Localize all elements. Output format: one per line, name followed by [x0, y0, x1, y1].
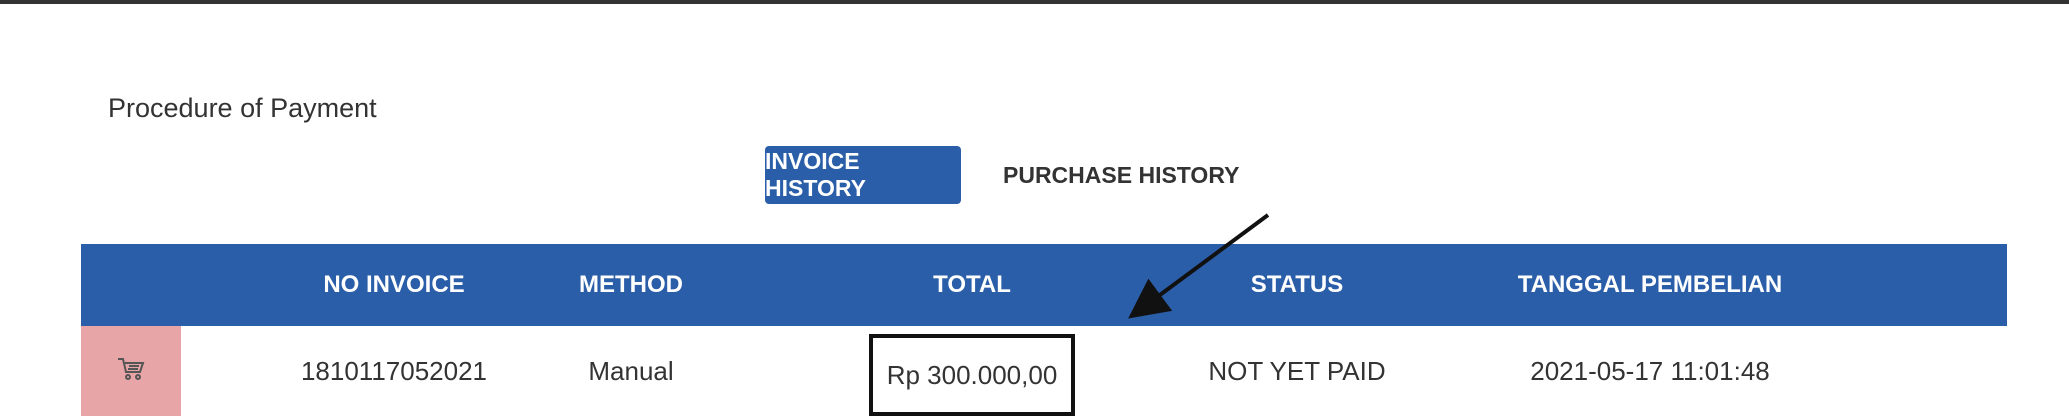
- cell-total: Rp 300.000,00: [869, 334, 1075, 416]
- table-header: NO INVOICE METHOD TOTAL STATUS TANGGAL P…: [81, 244, 2007, 326]
- header-tanggal-pembelian: TANGGAL PEMBELIAN: [1517, 271, 1783, 298]
- cell-tanggal-pembelian: 2021-05-17 11:01:48: [1530, 355, 1770, 386]
- tab-invoice-history[interactable]: INVOICE HISTORY: [765, 146, 961, 204]
- history-tabs: INVOICE HISTORY PURCHASE HISTORY: [765, 146, 1263, 204]
- header-no-invoice: NO INVOICE: [323, 271, 465, 298]
- header-method: METHOD: [579, 271, 683, 298]
- cart-icon: [116, 355, 146, 388]
- table-row[interactable]: 1810117052021 Manual Rp 300.000,00 NOT Y…: [81, 326, 2007, 416]
- cell-method: Manual: [588, 355, 674, 386]
- invoice-table: NO INVOICE METHOD TOTAL STATUS TANGGAL P…: [81, 244, 2007, 416]
- header-total: TOTAL: [933, 271, 1011, 298]
- cell-no-invoice: 1810117052021: [300, 355, 488, 386]
- top-border: [0, 0, 2069, 4]
- page-heading: Procedure of Payment: [108, 93, 377, 123]
- cell-status: NOT YET PAID: [1208, 355, 1386, 386]
- header-status: STATUS: [1250, 271, 1344, 298]
- tab-purchase-history[interactable]: PURCHASE HISTORY: [1003, 161, 1240, 188]
- cart-icon-cell[interactable]: [81, 326, 181, 416]
